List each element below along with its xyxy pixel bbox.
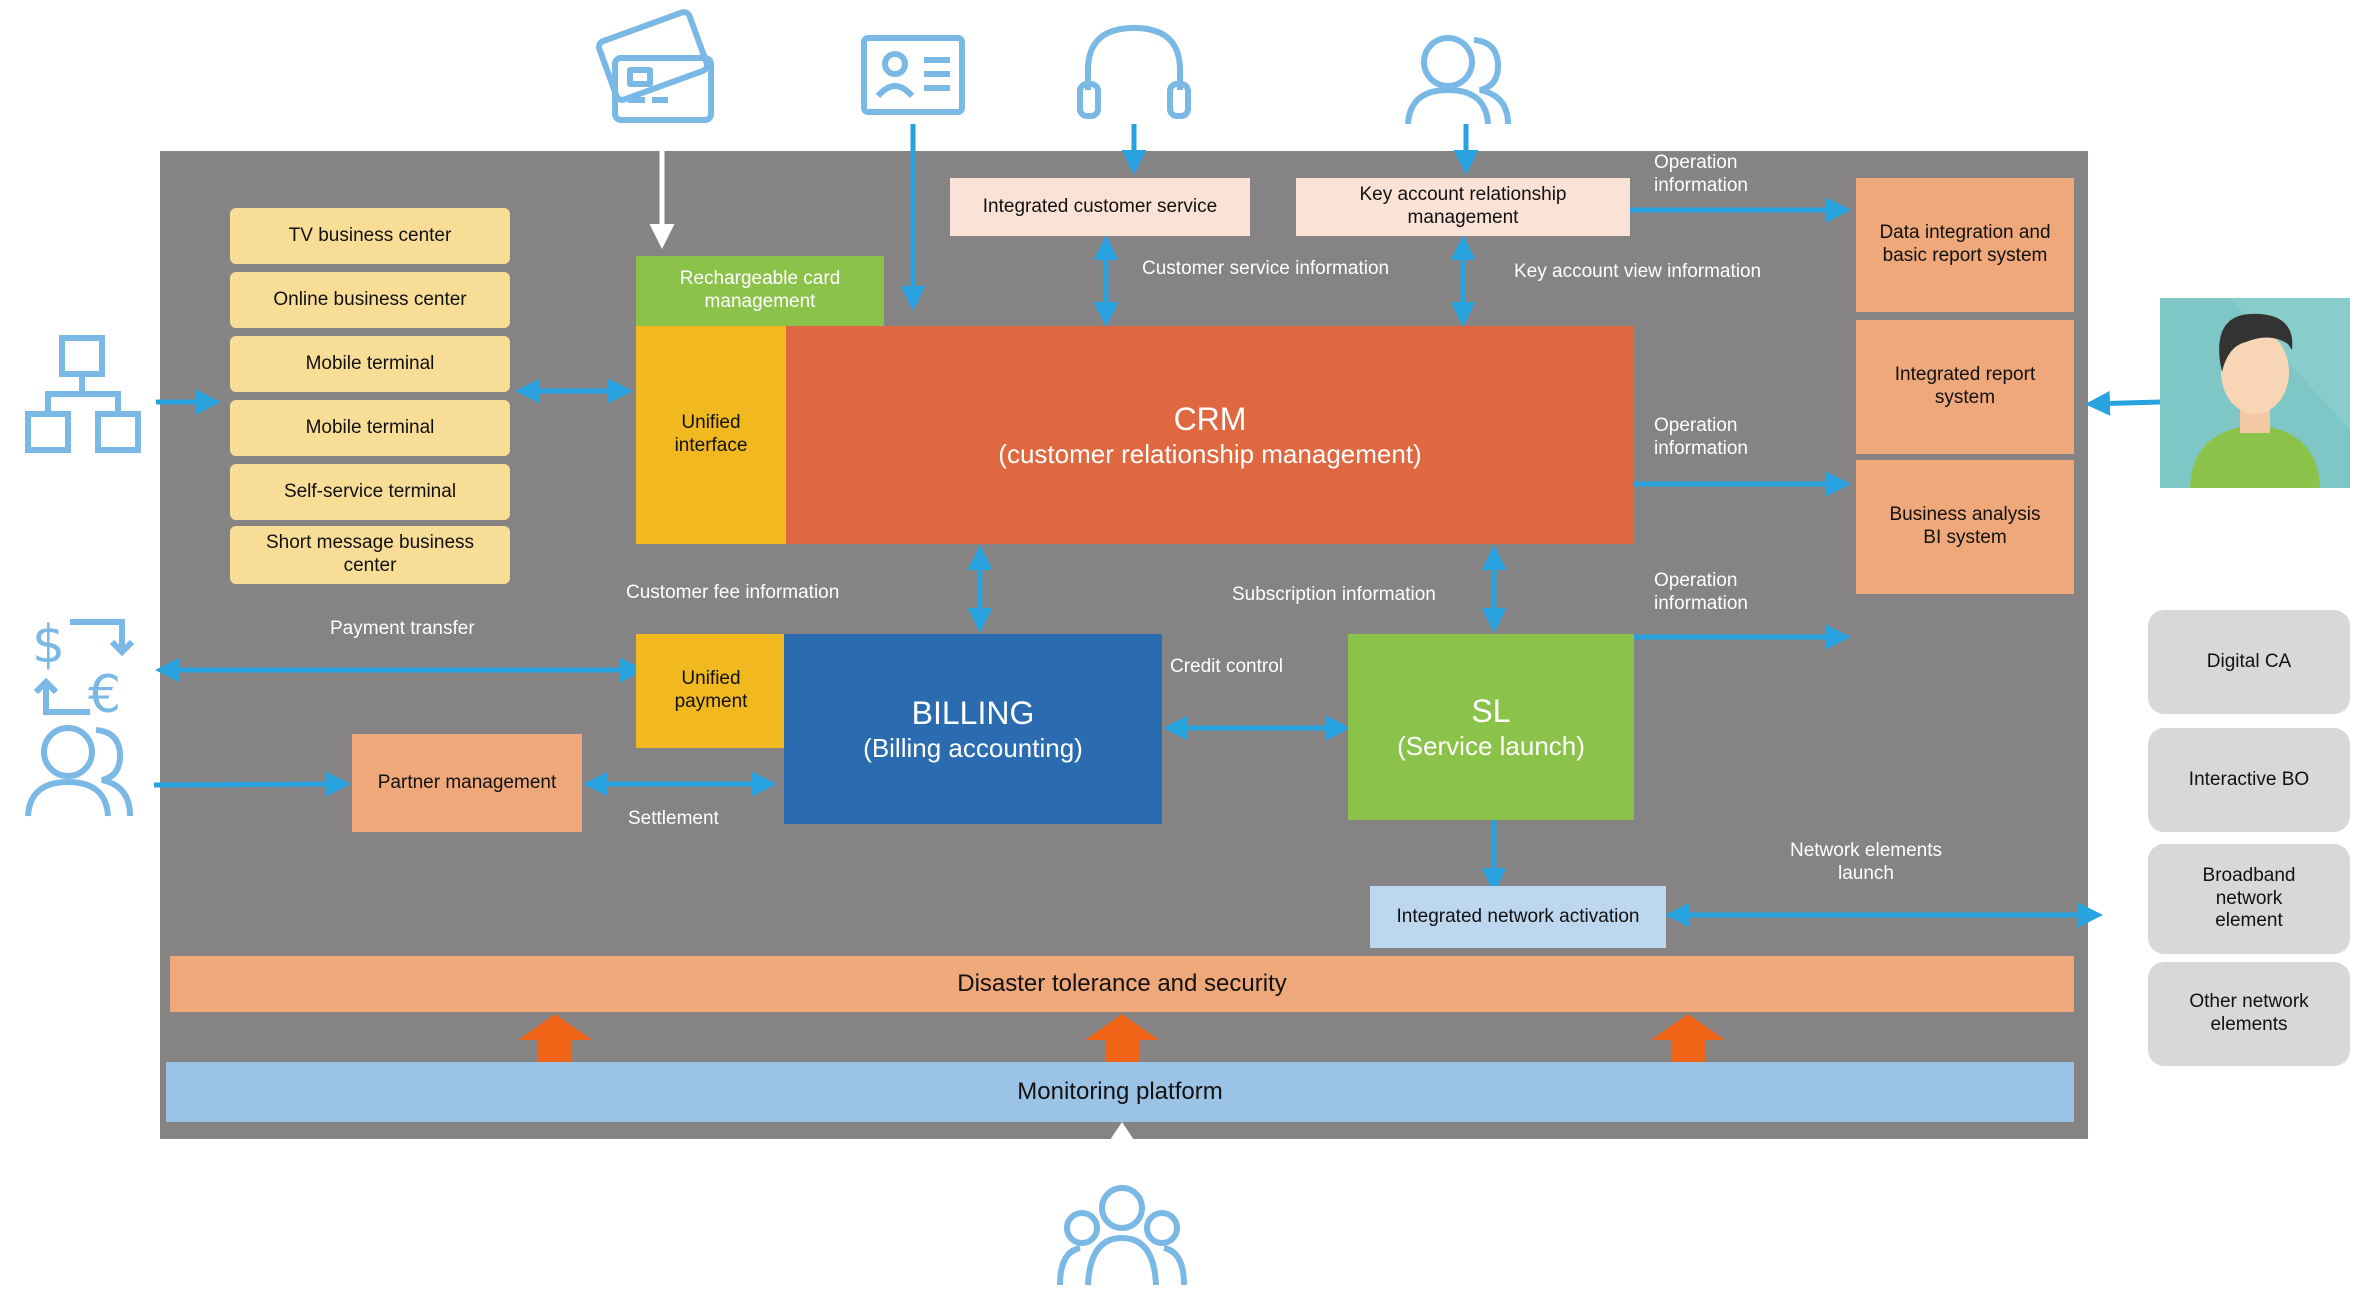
crm-title: CRM: [1173, 401, 1247, 438]
users-icon: [1405, 35, 1511, 125]
channel-mobile-terminal-1[interactable]: Mobile terminal: [230, 336, 510, 392]
label-credit-control: Credit control: [1170, 656, 1283, 677]
crm-subtitle: (customer relationship management): [998, 438, 1422, 469]
integrated-customer-service[interactable]: Integrated customer service: [950, 178, 1250, 236]
currency-exchange-icon: $ €: [32, 615, 135, 725]
hierarchy-icon: [25, 335, 141, 453]
key-account-relationship-management[interactable]: Key account relationship management: [1296, 178, 1630, 236]
partner-arrow: [153, 771, 351, 797]
orange-up-arrow-2: [1085, 1014, 1159, 1062]
label-network-elements-launch: Network elements launch: [1789, 840, 1943, 884]
user-avatar-icon: [2160, 298, 2350, 488]
channel-mobile-terminal-2[interactable]: Mobile terminal: [230, 400, 510, 456]
disaster-tolerance-bar[interactable]: Disaster tolerance and security: [170, 956, 2074, 1012]
orange-up-arrow-1: [518, 1014, 592, 1062]
data-integration-report-system[interactable]: Data integration and basic report system: [1856, 178, 2074, 312]
monitor-pointer: [1110, 1122, 1134, 1140]
sl-title: SL: [1471, 693, 1511, 730]
billing-title: BILLING: [911, 695, 1035, 732]
label-payment-transfer: Payment transfer: [330, 618, 475, 639]
credit-card-icon: [595, 9, 714, 123]
svg-text:$: $: [32, 615, 65, 675]
label-settlement: Settlement: [628, 808, 719, 829]
label-operation-information-1: Operation information: [1654, 152, 1748, 196]
label-customer-fee-information: Customer fee information: [626, 582, 840, 603]
svg-text:€: €: [88, 665, 121, 725]
group-icon: [1057, 1185, 1187, 1286]
label-operation-information-2: Operation information: [1654, 415, 1748, 459]
integrated-network-activation[interactable]: Integrated network activation: [1370, 886, 1666, 948]
headset-icon: [1077, 24, 1191, 119]
unified-interface[interactable]: Unified interface: [636, 326, 786, 544]
partners-icon: [25, 725, 133, 817]
sl-subtitle: (Service launch): [1397, 730, 1585, 761]
network-element-other[interactable]: Other network elements: [2148, 962, 2350, 1066]
channel-short-message-center[interactable]: Short message business center: [230, 526, 510, 584]
network-element-interactive-bo[interactable]: Interactive BO: [2148, 728, 2350, 832]
rechargeable-card-management[interactable]: Rechargeable card management: [636, 256, 884, 326]
label-customer-service-information: Customer service information: [1142, 258, 1390, 279]
sl-block[interactable]: SL (Service launch): [1348, 634, 1634, 820]
label-operation-information-3: Operation information: [1654, 570, 1748, 614]
unified-payment[interactable]: Unified payment: [636, 634, 786, 748]
integrated-report-system[interactable]: Integrated report system: [1856, 320, 2074, 454]
network-element-digital-ca[interactable]: Digital CA: [2148, 610, 2350, 714]
channel-tv-business-center[interactable]: TV business center: [230, 208, 510, 264]
business-analysis-bi-system[interactable]: Business analysis BI system: [1856, 460, 2074, 594]
label-subscription-information: Subscription information: [1232, 584, 1436, 605]
avatar-reports-arrow: [2085, 390, 2161, 416]
monitoring-platform-bar[interactable]: Monitoring platform: [166, 1062, 2074, 1122]
orange-up-arrow-3: [1651, 1014, 1725, 1062]
network-element-broadband[interactable]: Broadband network element: [2148, 844, 2350, 954]
billing-subtitle: (Billing accounting): [863, 732, 1083, 763]
billing-block[interactable]: BILLING (Billing accounting): [784, 634, 1162, 824]
partner-management[interactable]: Partner management: [352, 734, 582, 832]
crm-block[interactable]: CRM (customer relationship management): [786, 326, 1634, 544]
channel-self-service-terminal[interactable]: Self-service terminal: [230, 464, 510, 520]
label-key-account-view-information: Key account view information: [1514, 261, 1762, 282]
channel-online-business-center[interactable]: Online business center: [230, 272, 510, 328]
id-card-icon: [861, 35, 965, 115]
